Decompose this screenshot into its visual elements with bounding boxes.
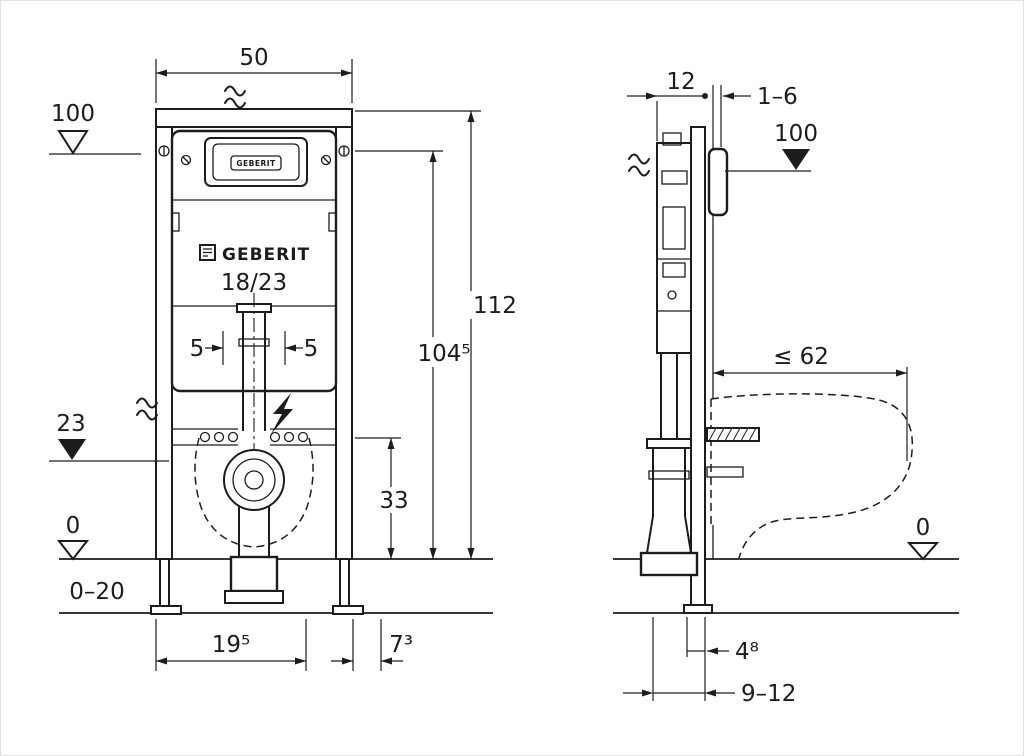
dim-foot-width: 19⁵ bbox=[155, 619, 307, 671]
level-0-left-label: 0 bbox=[66, 513, 81, 539]
side-view: 12 1–6 100 ≤ 62 0 bbox=[613, 69, 959, 707]
flush-plate-brand-label: GEBERIT bbox=[236, 159, 276, 168]
dim-outlet-height: 33 bbox=[355, 437, 411, 559]
dim-side-offset: 7³ bbox=[331, 619, 413, 671]
dim-5-right-label: 5 bbox=[304, 336, 319, 362]
level-0-front: 0 0–20 bbox=[56, 513, 125, 605]
dim-5-left-label: 5 bbox=[190, 336, 205, 362]
dim-195-label: 19⁵ bbox=[212, 632, 251, 658]
outlet-socket bbox=[223, 449, 285, 604]
model-label: 18/23 bbox=[221, 270, 287, 296]
level-23: 23 bbox=[49, 411, 169, 462]
level-23-label: 23 bbox=[56, 411, 85, 437]
cistern: GEBERIT bbox=[170, 129, 338, 393]
dim-actuator-height: 104⁵ bbox=[355, 150, 471, 559]
dim-wall-thickness: 1–6 bbox=[723, 84, 798, 110]
geberit-logo-label: GEBERIT bbox=[222, 245, 310, 265]
dim-outlet-offset: 4⁸ bbox=[686, 617, 759, 701]
dim-1045-label: 104⁵ bbox=[417, 341, 470, 367]
frame-rail-side bbox=[683, 126, 713, 614]
dim-0-20-label: 0–20 bbox=[69, 579, 124, 605]
mounting-plate bbox=[172, 428, 336, 446]
level-100-right-label: 100 bbox=[774, 121, 818, 147]
dim-48-label: 4⁸ bbox=[735, 639, 759, 665]
flush-pipe bbox=[236, 293, 272, 453]
dim-9-12-label: 9–12 bbox=[741, 681, 796, 707]
dim-pipe-offsets: 5 5 bbox=[190, 331, 319, 365]
dim-62-label: ≤ 62 bbox=[773, 344, 829, 370]
level-100-front: 100 bbox=[49, 101, 141, 155]
water-squiggle-top-icon bbox=[224, 85, 246, 109]
drain-elbow bbox=[639, 353, 699, 577]
dim-1-6-label: 1–6 bbox=[757, 84, 798, 110]
mounting-frame bbox=[150, 108, 364, 615]
cistern-side bbox=[656, 132, 692, 354]
level-100-label: 100 bbox=[51, 101, 95, 127]
dim-33-label: 33 bbox=[379, 488, 408, 514]
front-view: GEBERIT GEBERIT 18/23 bbox=[49, 45, 517, 671]
level-0-right-label: 0 bbox=[916, 515, 931, 541]
dim-total-height: 112 bbox=[355, 110, 517, 559]
dim-bowl-depth: ≤ 62 bbox=[713, 344, 908, 461]
dim-frame-width: 50 bbox=[155, 45, 353, 103]
fixing-rod bbox=[706, 427, 760, 478]
flush-plate-side bbox=[707, 147, 729, 217]
dim-50-label: 50 bbox=[239, 45, 268, 71]
dim-112-label: 112 bbox=[473, 293, 517, 319]
water-squiggle-side-icon bbox=[628, 153, 650, 177]
wall-and-plate bbox=[707, 85, 729, 559]
level-0-side: 0 bbox=[906, 515, 940, 561]
geberit-logo: GEBERIT bbox=[199, 244, 310, 265]
dim-12-label: 12 bbox=[666, 69, 695, 95]
dim-73-label: 7³ bbox=[389, 632, 413, 658]
water-squiggle-left-icon bbox=[136, 397, 158, 421]
dim-depth: 12 bbox=[627, 69, 708, 141]
lightning-icon bbox=[271, 393, 293, 434]
bowl-outline-side bbox=[710, 393, 914, 559]
level-100-side: 100 bbox=[725, 121, 818, 172]
dim-outlet-range: 9–12 bbox=[623, 617, 796, 707]
